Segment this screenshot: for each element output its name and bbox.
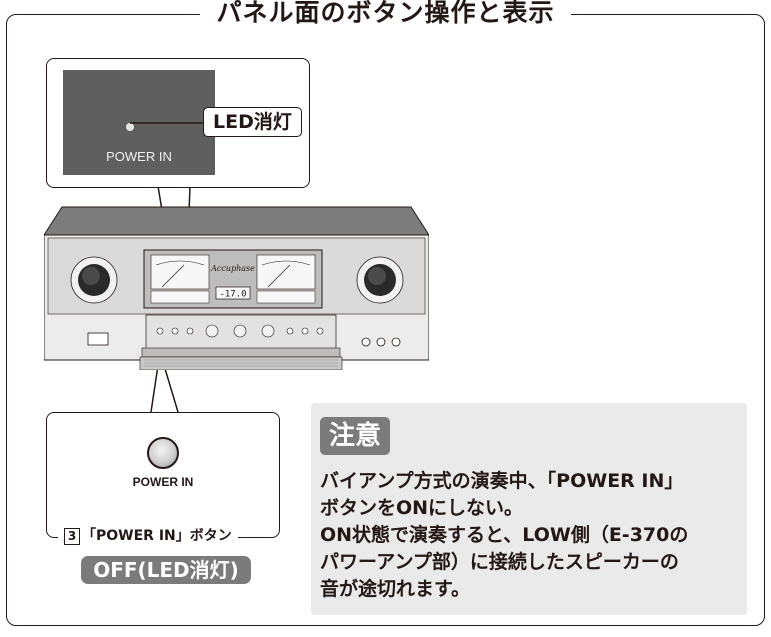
- caution-line: ボタンをONにしない。: [320, 497, 524, 519]
- led-leader-line: [130, 122, 205, 124]
- power-in-button-caption: 3 「POWER IN」ボタン: [58, 527, 238, 545]
- brand-logo: Accuphase: [210, 264, 255, 273]
- right-level-meter: [256, 254, 316, 290]
- page-title-text: パネル面のボタン操作と表示: [200, 0, 571, 27]
- off-state-label: OFF(LED消灯): [81, 556, 251, 584]
- caution-line: バイアンプ方式の演奏中、「POWER IN」: [320, 470, 684, 492]
- caution-text: バイアンプ方式の演奏中、「POWER IN」 ボタンをONにしない。 ON状態で…: [320, 468, 740, 603]
- input-selector-knob-icon: [70, 256, 118, 304]
- power-in-panel-label: POWER IN: [106, 149, 172, 164]
- caption-text: 「POWER IN」ボタン: [82, 528, 232, 544]
- volume-readout: -17.0: [219, 290, 246, 300]
- power-in-led-callout: POWER IN LED消灯: [46, 58, 310, 188]
- caution-heading: 注意: [320, 417, 391, 455]
- caution-line: 音が途切れます。: [320, 578, 471, 600]
- power-in-button-callout: POWER IN: [46, 412, 280, 538]
- page-title: パネル面のボタン操作と表示: [0, 0, 771, 27]
- power-in-button-icon: [147, 437, 179, 469]
- left-level-meter: [150, 254, 210, 290]
- volume-knob-icon: [356, 256, 404, 304]
- caution-box: 注意 バイアンプ方式の演奏中、「POWER IN」 ボタンをONにしない。 ON…: [311, 403, 747, 615]
- power-switch-icon: [87, 332, 109, 346]
- caption-number: 3: [64, 527, 80, 545]
- power-in-button-label: POWER IN: [132, 475, 194, 489]
- small-switches-icon: [156, 327, 324, 335]
- caution-line: パワーアンプ部）に接続したスピーカーの: [320, 551, 679, 573]
- volume-display: [215, 286, 251, 300]
- led-off-tag: LED消灯: [203, 107, 302, 137]
- headphone-jacks-icon: [361, 337, 401, 347]
- power-in-led-icon: [126, 123, 134, 131]
- caution-line: ON状態で演奏すると、LOW側（E-370の: [320, 524, 689, 546]
- amplifier-illustration: -17.0 Accuphase: [44, 206, 429, 370]
- tone-control-knobs-icon: [205, 324, 275, 338]
